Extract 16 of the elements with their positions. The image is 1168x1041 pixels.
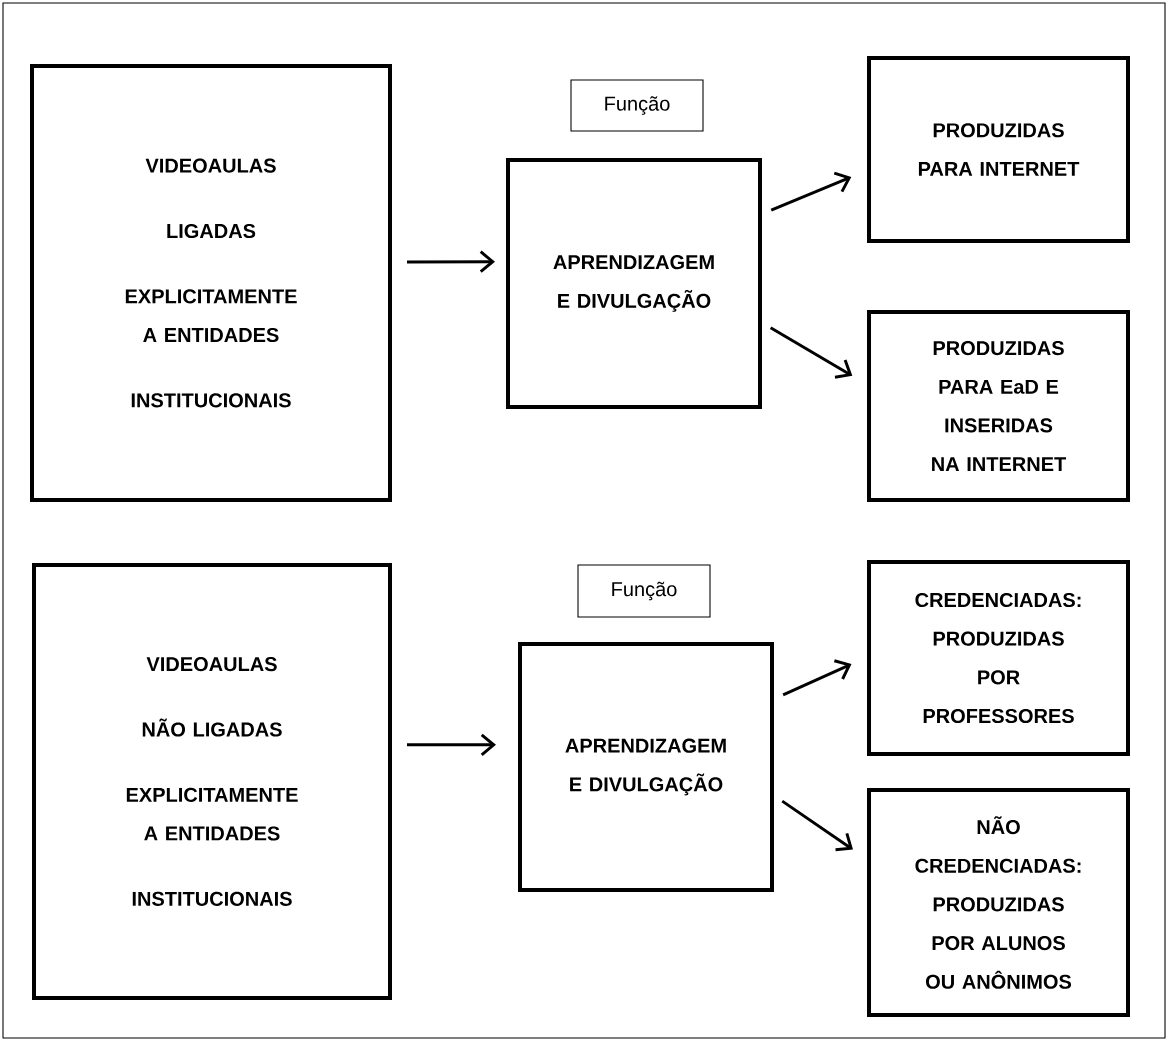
arrow xyxy=(407,250,495,273)
label-box: Função xyxy=(577,564,711,618)
text-box: CREDENCIADAS: PRODUZIDAS POR PROFESSORES xyxy=(867,560,1130,756)
arrow xyxy=(769,326,853,379)
text-box: PRODUZIDAS PARA EaD E INSERIDAS NA INTERNET xyxy=(867,310,1130,502)
arrow xyxy=(770,171,852,212)
text-box: NÃO CREDENCIADAS: PRODUZIDAS POR ALUNOS OU ANÔNIMOS xyxy=(867,788,1130,1017)
text-box: APRENDIZAGEM E DIVULGAÇÃO xyxy=(518,642,774,892)
arrow xyxy=(781,799,853,852)
arrow xyxy=(407,733,496,756)
label-box: Função xyxy=(570,79,704,132)
text-box: APRENDIZAGEM E DIVULGAÇÃO xyxy=(506,158,762,409)
text-box: PRODUZIDAS PARA INTERNET xyxy=(867,56,1130,243)
arrow xyxy=(782,659,852,697)
text-box: VIDEOAULAS LIGADAS EXPLICITAMENTE A ENTIDADES INSTITUCIONAIS xyxy=(30,64,392,502)
text-box: VIDEOAULAS NÃO LIGADAS EXPLICITAMENTE A ENTIDADES INSTITUCIONAIS xyxy=(32,563,392,1000)
